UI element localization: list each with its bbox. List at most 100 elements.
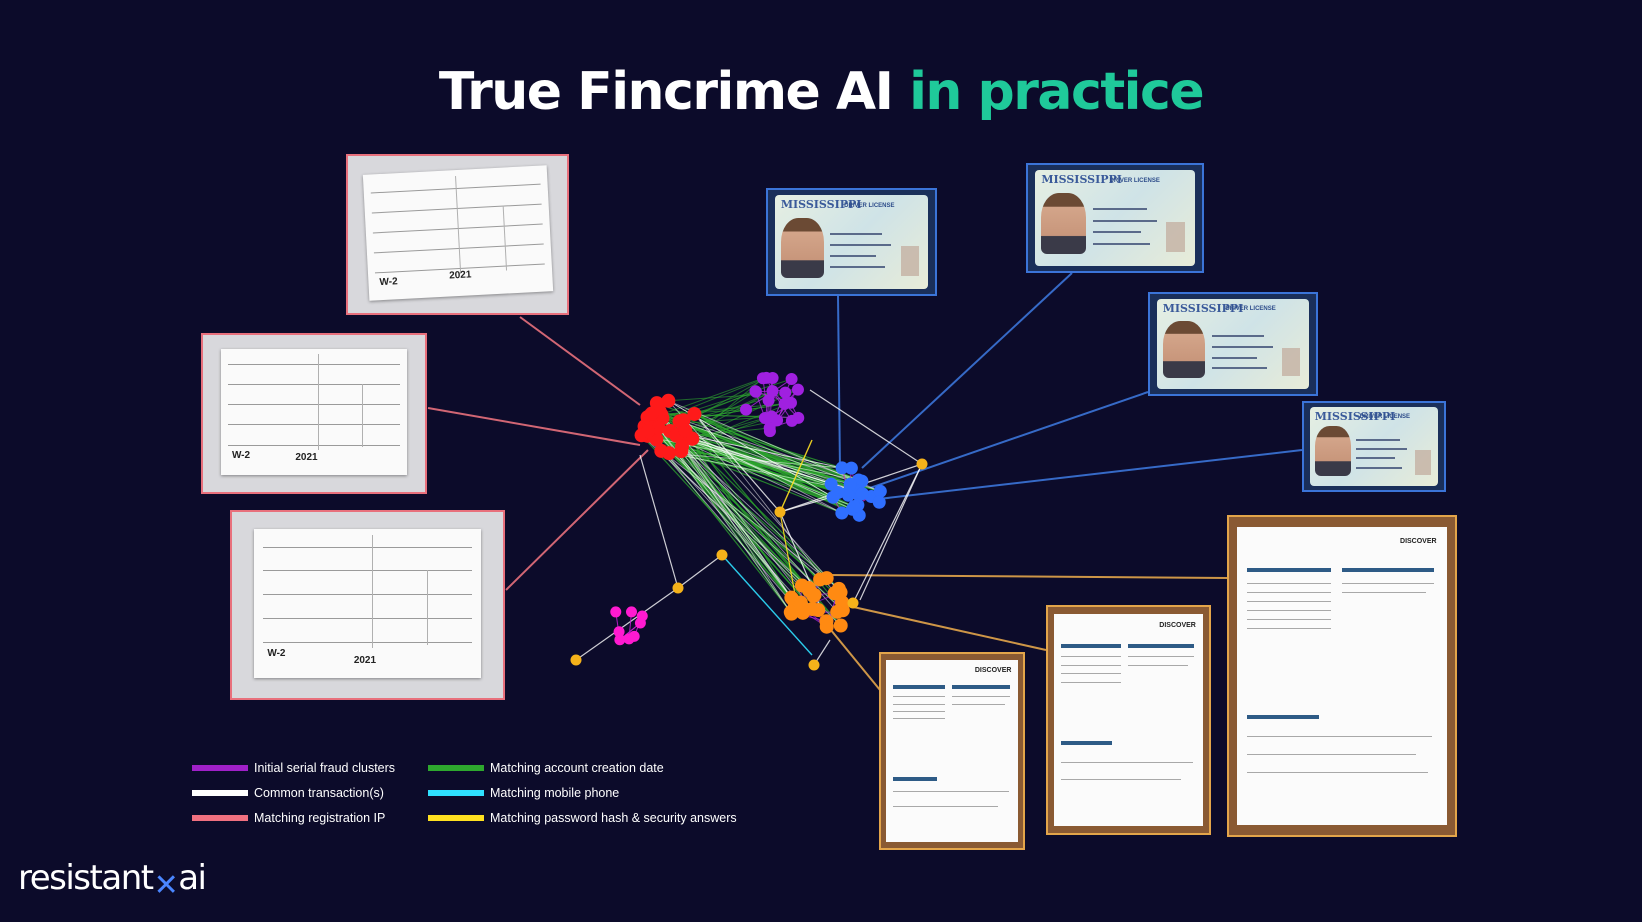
legend-item: Initial serial fraud clusters xyxy=(192,761,395,775)
phone-connector-line xyxy=(869,449,1303,501)
purple-cluster-node xyxy=(785,414,798,427)
yellow-node xyxy=(570,654,582,666)
w2-label: W-2 xyxy=(231,449,251,461)
red-cluster-node xyxy=(662,446,677,461)
red-cluster-node xyxy=(641,424,656,439)
magenta-cluster-node xyxy=(610,606,622,618)
purple-cluster-node xyxy=(762,394,775,407)
red-cluster-node xyxy=(649,396,664,411)
legend-swatch xyxy=(192,790,248,796)
mobile-phone-edge xyxy=(721,554,813,656)
red-cluster-node xyxy=(661,393,676,408)
transaction-edge xyxy=(680,450,804,614)
license-state: MISSISSIPPI xyxy=(1162,301,1244,315)
transaction-edge xyxy=(647,432,802,603)
purple-cluster-node xyxy=(763,425,776,438)
license-state: MISSISSIPPI xyxy=(1041,173,1122,187)
ip-connector-line xyxy=(505,449,649,591)
red-cluster-node xyxy=(676,413,691,428)
password-hash-edge xyxy=(779,511,797,601)
yellow-node xyxy=(847,597,859,609)
purple-cluster-node xyxy=(778,397,791,410)
red-cluster-node xyxy=(675,439,690,454)
transaction-edge xyxy=(809,389,923,465)
account-date-edge xyxy=(661,377,764,415)
statement-brand: DISCOVER xyxy=(1400,538,1437,546)
legend-label: Matching mobile phone xyxy=(490,786,620,800)
blue-cluster-node xyxy=(855,487,869,501)
orange-cluster-node xyxy=(813,572,828,587)
transaction-edge xyxy=(660,450,796,607)
red-cluster-node xyxy=(644,406,659,421)
orange-cluster-node xyxy=(819,619,834,634)
license-type: DRIVER LICENSE xyxy=(844,202,895,209)
legend-item: Matching registration IP xyxy=(192,811,385,825)
phone-connector-line xyxy=(869,391,1149,489)
driver-license-thumbnail: MISSISSIPPI DRIVER LICENSE xyxy=(1148,292,1318,396)
ip-connector-line xyxy=(519,316,641,406)
phone-connector-line xyxy=(861,272,1073,469)
legend-item: Matching mobile phone xyxy=(428,786,619,800)
license-state: MISSISSIPPI xyxy=(1314,409,1396,423)
purple-cluster-node xyxy=(779,386,792,399)
purple-cluster-node xyxy=(740,403,753,416)
account-date-edge xyxy=(661,403,785,415)
w2-year: 2021 xyxy=(448,269,472,283)
license-type: DRIVER LICENSE xyxy=(1109,177,1160,184)
license-state: MISSISSIPPI xyxy=(780,197,862,211)
purple-cluster-node xyxy=(771,414,784,427)
transaction-edge xyxy=(859,463,923,601)
legend-label: Initial serial fraud clusters xyxy=(254,761,396,775)
orange-cluster-node xyxy=(811,603,826,618)
transaction-edge xyxy=(681,446,821,580)
bank-statement-thumbnail: DISCOVER xyxy=(1046,605,1211,835)
yellow-node xyxy=(716,549,728,561)
blue-cluster-node xyxy=(843,477,857,491)
yellow-node xyxy=(774,506,786,518)
purple-cluster-node xyxy=(758,412,771,425)
account-date-edge xyxy=(668,392,786,402)
blue-cluster-node xyxy=(835,461,849,475)
purple-cluster-node xyxy=(791,383,804,396)
transaction-edge xyxy=(647,430,844,611)
statement-brand: DISCOVER xyxy=(974,667,1012,675)
legend-item: Common transaction(s) xyxy=(192,786,384,800)
legend-label: Matching account creation date xyxy=(490,761,664,775)
blue-cluster-node xyxy=(873,484,887,498)
account-date-edge xyxy=(692,417,766,440)
blue-cluster-node xyxy=(841,488,855,502)
transaction-edge xyxy=(675,435,813,610)
orange-cluster-node xyxy=(831,581,846,596)
blue-cluster-node xyxy=(826,490,840,504)
magenta-cluster-node xyxy=(625,606,637,618)
transaction-edge xyxy=(668,400,841,593)
purple-cluster-node xyxy=(785,373,798,386)
account-date-edge xyxy=(681,402,792,448)
legend-item: Matching password hash & security answer… xyxy=(428,811,737,825)
legend-swatch xyxy=(428,815,484,821)
transaction-edge xyxy=(575,587,679,661)
account-date-edge xyxy=(652,429,844,611)
statement-connector-line xyxy=(839,603,1047,651)
account-date-edge xyxy=(641,434,793,600)
legend-swatch xyxy=(428,790,484,796)
transaction-edge xyxy=(694,413,843,603)
blue-cluster-node xyxy=(835,506,849,520)
purple-cluster-node xyxy=(749,385,762,398)
transaction-edge xyxy=(677,554,723,589)
transaction-edge xyxy=(699,419,781,513)
transaction-edge xyxy=(641,434,840,590)
blue-cluster-node xyxy=(844,461,858,475)
red-cluster-node xyxy=(687,406,702,421)
logo-x-mark: ✕ xyxy=(153,868,179,903)
transaction-edge xyxy=(658,427,804,614)
legend-label: Common transaction(s) xyxy=(254,786,384,800)
purple-cluster-node xyxy=(766,385,779,398)
bank-statement-thumbnail: DISCOVER xyxy=(879,652,1025,850)
transaction-edge xyxy=(852,463,923,604)
legend-item: Matching account creation date xyxy=(428,761,664,775)
w2-form-thumbnail: W-2 2021 xyxy=(230,510,505,700)
w2-label: W-2 xyxy=(378,276,398,289)
